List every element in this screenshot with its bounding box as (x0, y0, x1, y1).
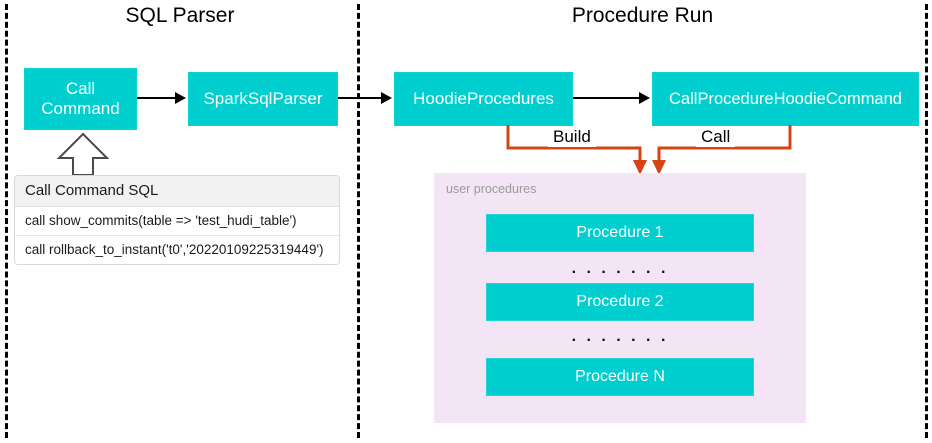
section-divider-left (5, 4, 8, 438)
arrow-call-command-to-spark-sql-parser (137, 97, 177, 99)
build-call-connectors (506, 125, 792, 175)
arrow-head-icon (175, 92, 186, 104)
section-divider-right (925, 4, 928, 438)
arrow-head-icon (639, 92, 650, 104)
node-call-command[interactable]: Call Command (24, 68, 137, 130)
edge-label-build: Build (548, 127, 596, 147)
section-title-procedure-run: Procedure Run (571, 4, 714, 27)
arrow-spark-sql-parser-to-hoodie-procedures (338, 97, 382, 99)
procedure-item-1[interactable]: Procedure 1 (486, 214, 754, 252)
arrow-head-icon (381, 92, 392, 104)
procedure-item-2[interactable]: Procedure 2 (486, 283, 754, 321)
call-command-sql-table: Call Command SQL call show_commits(table… (14, 175, 340, 265)
user-procedures-label: user procedures (446, 182, 537, 196)
edge-label-call: Call (696, 127, 736, 147)
user-procedures-panel: user procedures Procedure 1 . . . . . . … (434, 173, 806, 423)
table-header-call-command-sql: Call Command SQL (15, 176, 339, 207)
hollow-up-arrow-icon (57, 132, 109, 176)
node-hoodie-procedures[interactable]: HoodieProcedures (394, 72, 573, 126)
node-call-procedure-hoodie-command[interactable]: CallProcedureHoodieCommand (652, 72, 919, 126)
arrow-hoodie-procedures-to-call-procedure-hoodie-command (573, 97, 640, 99)
node-spark-sql-parser[interactable]: SparkSqlParser (188, 72, 338, 126)
procedures-ellipsis: . . . . . . . (571, 328, 669, 345)
section-title-sql-parser: SQL Parser (125, 4, 235, 27)
procedure-item-n[interactable]: Procedure N (486, 358, 754, 396)
table-row: call show_commits(table => 'test_hudi_ta… (15, 207, 339, 236)
section-divider-middle (357, 4, 360, 438)
procedures-ellipsis: . . . . . . . (571, 260, 669, 277)
table-row: call rollback_to_instant('t0','202201092… (15, 236, 339, 264)
